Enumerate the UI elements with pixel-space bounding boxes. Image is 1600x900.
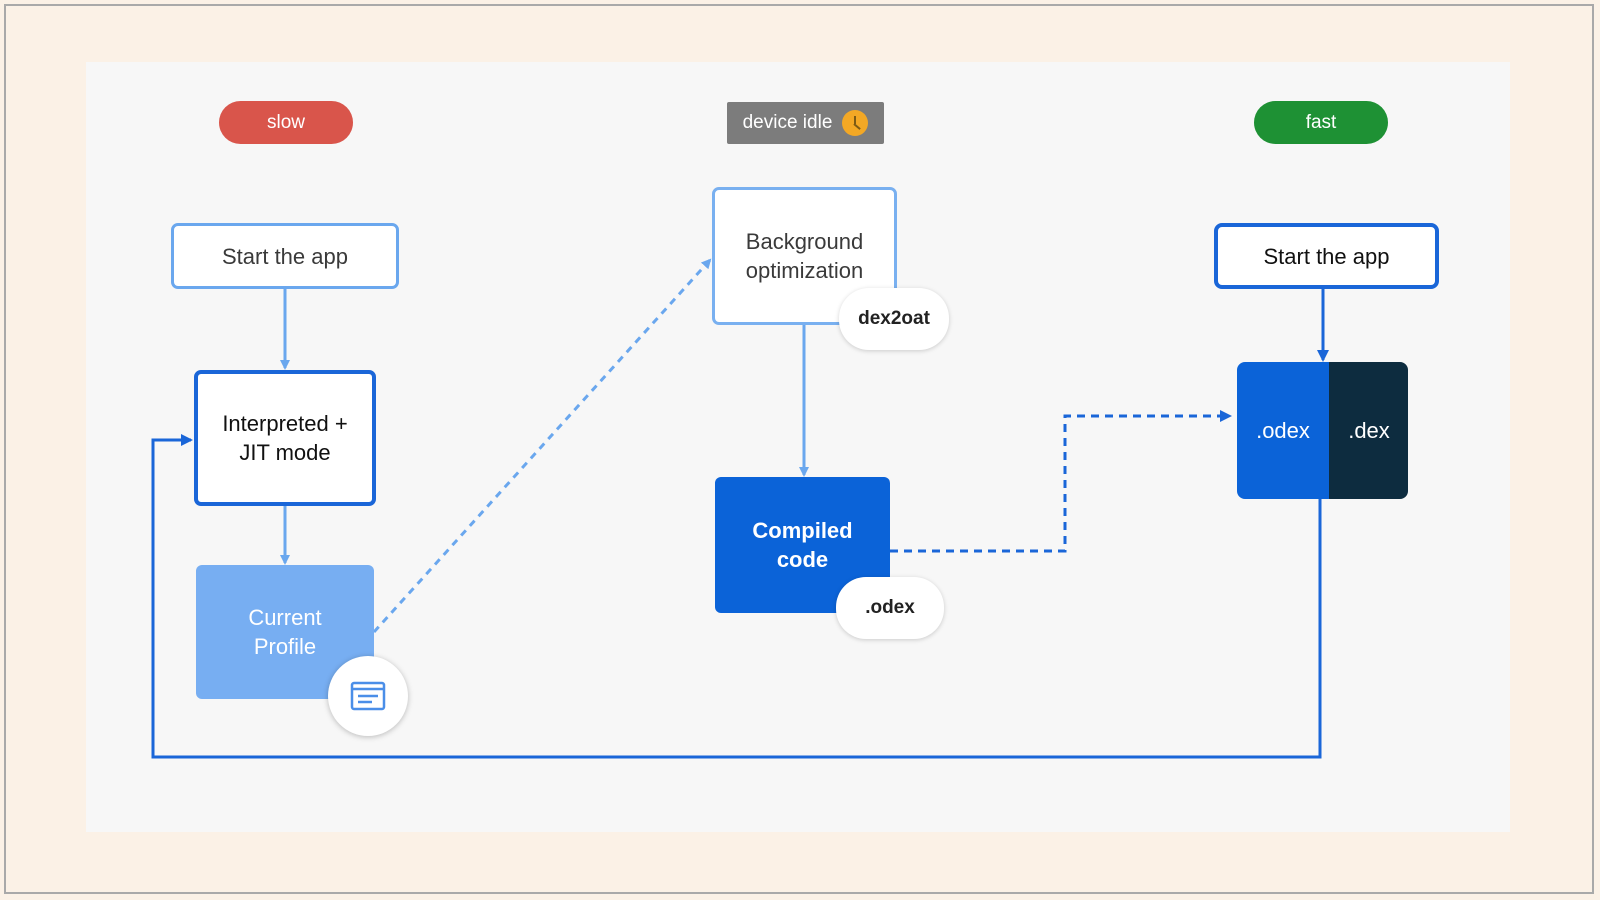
fast-badge: fast bbox=[1254, 101, 1388, 144]
clock-icon bbox=[842, 110, 869, 136]
start-app-box-left: Start the app bbox=[171, 223, 399, 289]
current-profile-box: Current Profile bbox=[196, 565, 374, 699]
document-icon bbox=[328, 656, 408, 736]
device-idle-badge: device idle bbox=[727, 102, 884, 144]
odex-tag: .odex bbox=[836, 577, 944, 639]
dex-block: .dex bbox=[1322, 362, 1408, 499]
odex-block: .odex bbox=[1237, 362, 1329, 499]
device-idle-label: device idle bbox=[742, 112, 833, 133]
dex2oat-tag: dex2oat bbox=[839, 288, 949, 350]
slow-badge: slow bbox=[219, 101, 353, 144]
interpreted-jit-box: Interpreted + JIT mode bbox=[194, 370, 376, 506]
slide-frame bbox=[4, 4, 1594, 894]
start-app-box-right: Start the app bbox=[1214, 223, 1439, 289]
